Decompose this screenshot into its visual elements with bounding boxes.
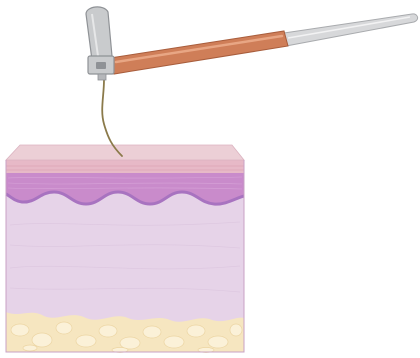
skin-cross-section bbox=[6, 145, 244, 353]
skin-top-surface bbox=[6, 145, 244, 160]
clip-head bbox=[86, 7, 112, 60]
monofilament-tool bbox=[86, 7, 418, 80]
handle bbox=[110, 31, 288, 74]
stratum-corneum-layer bbox=[6, 160, 244, 173]
